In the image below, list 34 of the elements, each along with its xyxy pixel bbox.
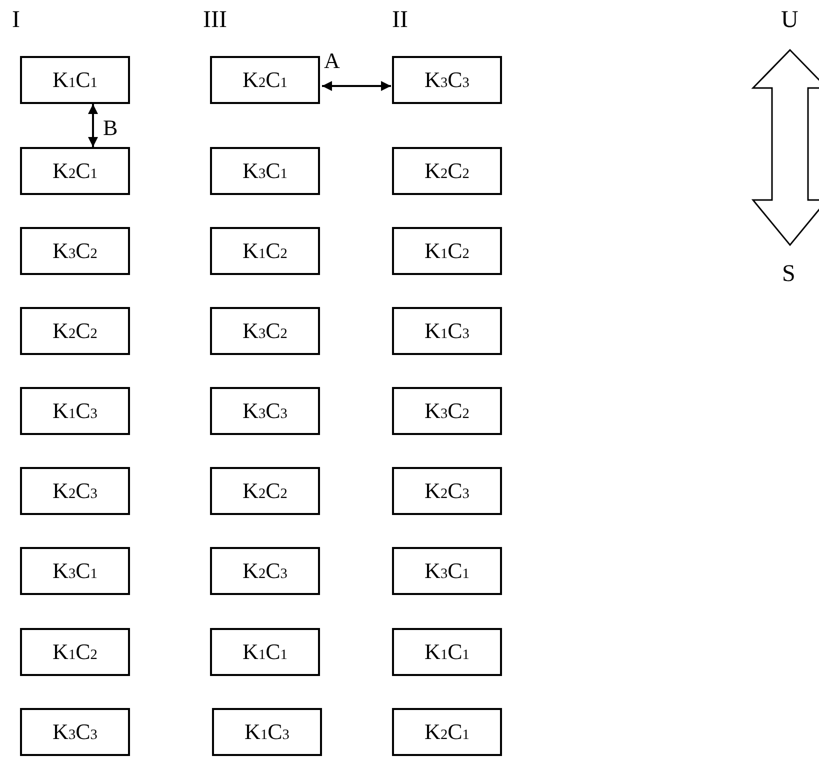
process-box — [210, 56, 320, 104]
process-box — [392, 307, 502, 355]
process-box — [392, 467, 502, 515]
process-box — [210, 387, 320, 435]
double-arrow — [322, 81, 391, 91]
process-box — [392, 387, 502, 435]
process-box — [20, 56, 130, 104]
direction-label: U — [781, 8, 798, 32]
process-box — [392, 708, 502, 756]
process-box — [210, 147, 320, 195]
process-box — [392, 227, 502, 275]
direction-label: S — [782, 262, 796, 286]
process-box — [20, 147, 130, 195]
process-box — [210, 467, 320, 515]
column-heading: II — [392, 8, 408, 32]
process-box — [20, 628, 130, 676]
process-box — [20, 307, 130, 355]
double-arrow — [88, 104, 98, 147]
process-box — [20, 547, 130, 595]
process-box — [20, 227, 130, 275]
process-box — [20, 708, 130, 756]
process-box — [392, 56, 502, 104]
process-box — [392, 147, 502, 195]
process-box — [210, 227, 320, 275]
process-box — [210, 547, 320, 595]
process-box — [392, 547, 502, 595]
process-box — [20, 387, 130, 435]
column-heading: I — [12, 8, 20, 32]
column-heading: III — [203, 8, 227, 32]
process-box — [20, 467, 130, 515]
process-box — [212, 708, 322, 756]
process-box — [210, 628, 320, 676]
process-box — [210, 307, 320, 355]
process-box — [392, 628, 502, 676]
